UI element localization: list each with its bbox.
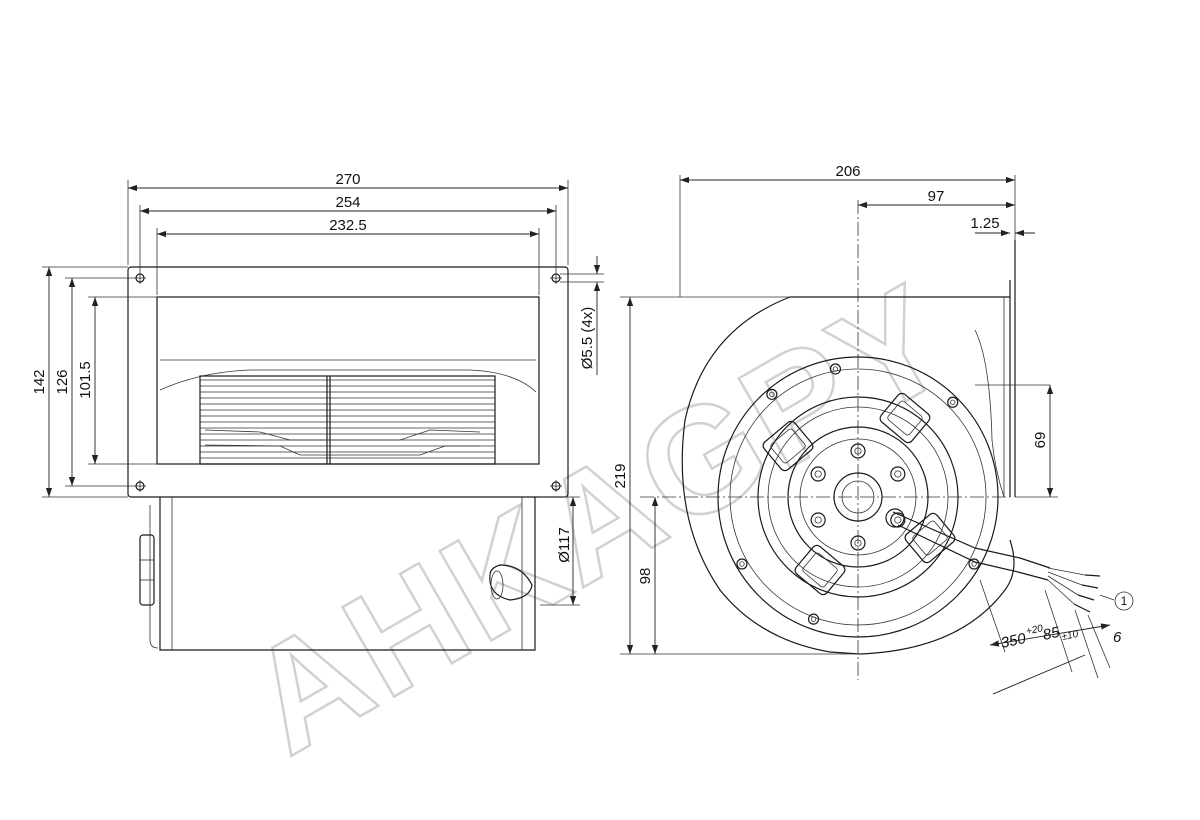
dim-inlet-width: 232.5	[329, 217, 367, 234]
side-rubber-mount-tr	[879, 392, 931, 444]
dim-flange-thickness: 1.25	[970, 215, 999, 232]
callout-circle	[1114, 591, 1134, 611]
screw-center	[814, 516, 822, 524]
screw-center	[894, 516, 902, 524]
dim-wire-end: 6	[1113, 629, 1122, 646]
side-motor-ring	[757, 396, 959, 598]
mounting-hole-tr	[550, 272, 562, 284]
callout-number: 1	[1121, 594, 1128, 608]
screw-head	[968, 558, 980, 570]
dim-cable-length-tol: +20	[1025, 623, 1044, 637]
screw-head	[850, 535, 866, 551]
screw-head	[890, 512, 906, 528]
screw-head	[850, 443, 866, 459]
screw-center	[854, 539, 862, 547]
watermark: AHKAGPY	[219, 250, 979, 787]
dim-motor-diameter: Ø117	[556, 527, 573, 563]
front-dimensions: 270 254 232.5 142 126 101.5 Ø5.5 (4x)	[31, 171, 604, 606]
mounting-hole-br	[550, 480, 562, 492]
dim-overall-height: 142	[31, 369, 48, 394]
screw-center	[810, 616, 817, 622]
screw-head	[766, 388, 778, 400]
screw-head	[810, 512, 826, 528]
side-rubber-mount-br	[904, 512, 956, 564]
side-view: 1 206 97 1.25 69 219 98	[612, 163, 1134, 695]
side-shaft-hub	[833, 472, 883, 522]
side-rubber-mount-tl	[762, 420, 814, 472]
screw-head	[947, 396, 959, 408]
front-view: 270 254 232.5 142 126 101.5 Ø5.5 (4x)	[31, 171, 604, 651]
screw-head	[810, 466, 826, 482]
screw-center	[832, 366, 839, 372]
side-volute-housing	[681, 296, 1015, 655]
screw-head	[829, 363, 842, 375]
front-flange	[127, 266, 569, 498]
dim-hole-vertical-spacing: 126	[54, 369, 71, 394]
screw-center	[739, 561, 745, 567]
screw-center	[854, 447, 862, 455]
watermark-text: AHKAGPY	[220, 251, 978, 786]
side-rotor-screws	[810, 443, 906, 551]
screw-center	[814, 470, 822, 478]
screw-head	[807, 613, 820, 625]
dim-axis-height: 98	[637, 568, 654, 585]
front-inlet-opening	[156, 296, 540, 465]
dim-total-height: 219	[612, 463, 629, 488]
side-rubber-mount-bl	[794, 544, 846, 596]
side-plate-screws	[736, 363, 980, 625]
front-motor-connector	[139, 534, 155, 606]
front-housing	[159, 497, 536, 651]
dim-hole-diameter: Ø5.5 (4x)	[579, 307, 596, 370]
side-dimensions: 206 97 1.25 69 219 98	[612, 163, 1122, 695]
screw-center	[950, 399, 956, 405]
dim-outlet-height: 69	[1032, 432, 1049, 449]
dim-flange-hole-spacing: 254	[335, 194, 360, 211]
side-motor-plate-outer	[717, 356, 999, 638]
screw-head	[890, 466, 906, 482]
front-cable-gland	[489, 564, 533, 601]
side-cable-wires	[1047, 567, 1101, 613]
screw-center	[894, 470, 902, 478]
dim-axis-to-flange: 97	[928, 188, 945, 205]
impeller-outline	[199, 375, 496, 465]
screw-center	[769, 391, 775, 398]
dim-total-depth: 206	[835, 163, 860, 180]
dim-overall-width: 270	[335, 171, 360, 188]
side-motor-rotor	[787, 426, 929, 568]
side-cable	[892, 511, 1051, 569]
dim-inlet-height: 101.5	[77, 361, 94, 399]
screw-head	[736, 558, 748, 570]
dim-cable-length: 350	[999, 630, 1028, 652]
dim-strip-length: 85	[1041, 624, 1061, 644]
dim-strip-length-tol: ±10	[1061, 629, 1080, 643]
